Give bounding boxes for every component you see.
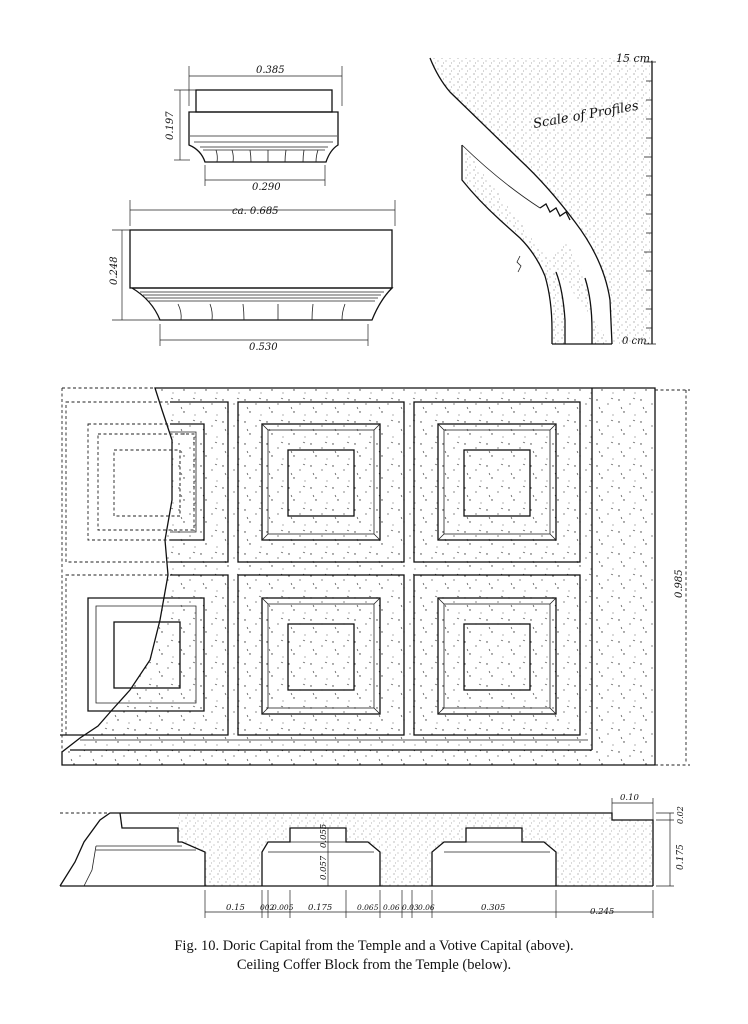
scale-bottom: 0 cm. bbox=[622, 336, 650, 347]
caption-line-2: Ceiling Coffer Block from the Temple (be… bbox=[236, 957, 512, 973]
coffer-cell bbox=[237, 401, 405, 563]
seg-5: 0.065 bbox=[357, 903, 379, 912]
doric-top-width: ca. 0.685 bbox=[232, 206, 279, 217]
votive-height: 0.197 bbox=[165, 111, 176, 140]
doric-height: 0.248 bbox=[109, 256, 120, 285]
scale-top: 15 cm. bbox=[616, 52, 654, 65]
section-top-width: 0.10 bbox=[620, 793, 640, 803]
seg-6: 0.06 bbox=[383, 903, 400, 912]
doric-bottom-width: 0.530 bbox=[249, 342, 278, 353]
seg-7: 0.03 bbox=[402, 903, 419, 912]
seg-10: 0.245 bbox=[590, 907, 614, 917]
coffer-cell bbox=[413, 401, 581, 563]
section-top-thickness: 0.02 bbox=[676, 806, 685, 824]
seg-9: 0.305 bbox=[481, 903, 505, 913]
votive-capital: 0.385 0.197 0.290 bbox=[165, 65, 343, 193]
seg-4: 0.175 bbox=[308, 903, 332, 913]
plan-height: 0.985 bbox=[674, 569, 685, 598]
votive-bottom-width: 0.290 bbox=[252, 182, 281, 193]
coffer-section: 0.055 0.057 0.10 0.02 0.175 0.15 002 0.0… bbox=[59, 793, 686, 918]
section-riser-a: 0.055 bbox=[319, 824, 329, 848]
coffer-plan: 0.985 bbox=[60, 387, 690, 766]
profiles-drawing: 15 cm. 0 cm. Scale of Profiles bbox=[429, 52, 656, 347]
seg-3: 0.005 bbox=[272, 903, 294, 912]
section-riser-b: 0.057 bbox=[319, 855, 329, 880]
seg-2: 002 bbox=[260, 903, 275, 912]
caption-line-1: Fig. 10. Doric Capital from the Temple a… bbox=[174, 938, 574, 954]
doric-capital: ca. 0.685 0.248 0.530 bbox=[109, 200, 396, 353]
seg-1: 0.15 bbox=[226, 903, 245, 913]
seg-8: 0.06 bbox=[418, 903, 435, 912]
section-height: 0.175 bbox=[676, 844, 686, 870]
coffer-cell bbox=[413, 574, 581, 736]
coffer-cell bbox=[237, 574, 405, 736]
votive-top-width: 0.385 bbox=[256, 65, 285, 76]
